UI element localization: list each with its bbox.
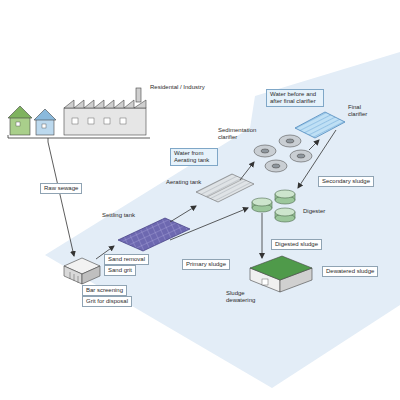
unit-label: Settling tank — [102, 212, 135, 219]
label-box: Digested sludge — [271, 239, 322, 250]
digester — [252, 190, 295, 222]
box-text: Sand removal — [108, 256, 145, 263]
flow-arrow — [170, 206, 196, 222]
unit-label: Sludge dewatering — [226, 290, 260, 304]
unit-label: Aerating tank — [166, 179, 201, 186]
label-box: Raw sewage — [40, 183, 82, 194]
label-box: Grit for disposal — [82, 296, 132, 307]
aerating-tank — [196, 174, 254, 202]
box-text: Bar screening — [86, 287, 123, 294]
box-text: Water from Aerating tank — [174, 150, 214, 164]
unit-label: Sedimentation clarifier — [218, 127, 266, 141]
dewatering-building — [250, 256, 312, 292]
flow-arrow — [262, 213, 263, 258]
unit-label: Residental / Industry — [150, 84, 205, 91]
houses — [8, 88, 150, 138]
label-box: Sand grit — [104, 265, 136, 276]
ground — [45, 52, 400, 388]
box-text: Grit for disposal — [86, 298, 128, 305]
flow-arrow — [309, 140, 319, 150]
settling-tank — [118, 218, 190, 251]
box-text: Raw sewage — [44, 185, 78, 192]
box-text: Secondary sludge — [322, 178, 370, 185]
box-text: Sand grit — [108, 267, 132, 274]
flow-arrow — [48, 138, 74, 256]
flow-arrow — [240, 162, 254, 180]
label-box: Bar screening — [82, 285, 127, 296]
label-box: Water before and after final clarifier — [266, 89, 324, 107]
box-text: Dewatered sludge — [326, 268, 374, 275]
label-box: Water from Aerating tank — [170, 148, 218, 166]
final-clarifier — [295, 112, 345, 138]
label-box: Dewatered sludge — [322, 266, 378, 277]
label-box: Sand removal — [104, 254, 149, 265]
unit-label: Digester — [303, 208, 325, 215]
bar-screen — [64, 258, 100, 284]
unit-label: Final clarifier — [348, 104, 378, 118]
flow-arrow — [170, 208, 248, 240]
label-box: Primary sludge — [182, 259, 230, 270]
label-box: Secondary sludge — [318, 176, 374, 187]
box-text: Water before and after final clarifier — [270, 91, 320, 105]
box-text: Primary sludge — [186, 261, 226, 268]
sedimentation-clarifier — [254, 135, 312, 172]
box-text: Digested sludge — [275, 241, 318, 248]
